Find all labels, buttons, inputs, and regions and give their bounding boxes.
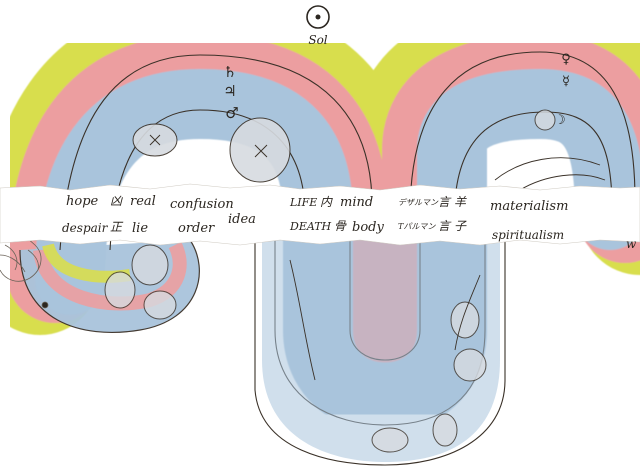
word-idea: idea bbox=[228, 212, 256, 227]
word-nai: 内 bbox=[320, 195, 333, 209]
word-body: body bbox=[352, 220, 384, 235]
word-gen-upper: 言 bbox=[438, 195, 452, 209]
word-sei: 正 bbox=[110, 220, 124, 234]
word-spiritualism: spiritualism bbox=[492, 228, 564, 242]
mercury-icon: ☿ bbox=[562, 74, 570, 89]
word-materialism: materialism bbox=[490, 199, 568, 214]
torn-paper-strip bbox=[0, 183, 640, 246]
word-hitsuji: 羊 bbox=[454, 195, 467, 209]
jupiter-icon: ♃ bbox=[223, 82, 236, 100]
word-real: real bbox=[130, 194, 156, 209]
lower-word-row: despair 正 lie order idea DEATH 骨 body Tパ… bbox=[62, 212, 637, 251]
word-mind: mind bbox=[340, 195, 373, 210]
word-hone: 骨 bbox=[334, 219, 347, 233]
word-gen-lower: 言 bbox=[438, 219, 452, 233]
right-arch-glyphs: ♀ ☿ ☽ bbox=[554, 52, 571, 128]
word-tparuman: Tパルマン bbox=[398, 222, 436, 231]
word-dezaruman: デザルマン bbox=[398, 198, 439, 207]
word-despair: despair bbox=[62, 221, 109, 235]
moon-icon: ☽ bbox=[554, 113, 566, 128]
word-life: LIFE bbox=[289, 196, 317, 209]
venus-icon: ♀ bbox=[561, 52, 571, 67]
left-arch-glyphs: ♄ ♃ ♂ bbox=[223, 63, 238, 122]
word-order: order bbox=[178, 221, 215, 236]
sun-icon bbox=[306, 5, 330, 29]
word-ko: 子 bbox=[454, 219, 467, 233]
word-kyo: 凶 bbox=[110, 194, 123, 208]
sun-label: Sol bbox=[308, 33, 327, 47]
mars-icon: ♂ bbox=[225, 104, 238, 122]
word-w-edge: w bbox=[626, 237, 637, 251]
saturn-icon: ♄ bbox=[223, 63, 236, 81]
word-hope: hope bbox=[66, 194, 99, 209]
lower-loop-fill bbox=[262, 240, 500, 462]
word-lie: lie bbox=[132, 221, 148, 236]
word-confusion: confusion bbox=[170, 197, 234, 212]
sun-symbol bbox=[306, 5, 330, 29]
upper-word-row: hope 凶 real confusion LIFE 内 mind デザルマン … bbox=[66, 194, 568, 214]
word-death: DEATH bbox=[289, 220, 332, 233]
